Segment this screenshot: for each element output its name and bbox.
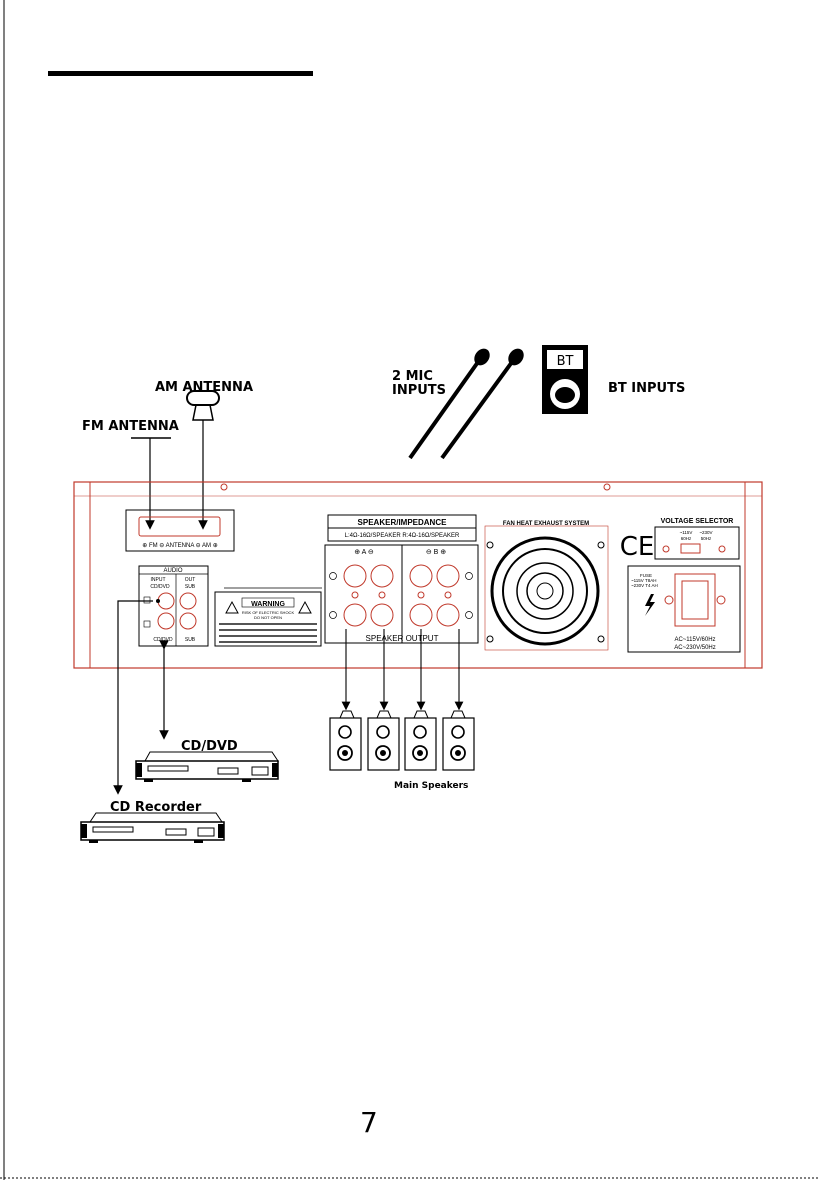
antenna-terminal-label: ⊕ FM ⊖ ANTENNA ⊖ AM ⊕ [142,543,217,549]
speaker-terminal-block [324,514,479,644]
voltage-selector-title: VOLTAGE SELECTOR [661,518,734,525]
hz-60-label: 60Hz [681,536,692,541]
audio-cddvd-label: CD/DVD [150,584,170,590]
antenna-terminal-block [125,509,235,552]
power-inlet [627,565,741,653]
warning-sub2: DO NOT OPEN [254,615,282,620]
cd-dvd-label: CD/DVD [181,739,238,754]
audio-sub-label: SUB [185,584,196,590]
audio-cddvd-bottom-label: CD/DVD [153,637,173,643]
volt-230-label: ~230V [699,530,712,535]
cd-recorder-label: CD Recorder [110,800,202,815]
fuse-230-label: ~230V T4 AH [631,583,658,588]
microphone-icon [408,348,490,460]
speaker-group-b: ⊖ B ⊕ [426,549,446,556]
speaker-icon [367,710,400,771]
rear-panel [73,481,763,669]
speaker-impedance-title: SPEAKER/IMPEDANCE [358,518,448,527]
ac-230-label: AC~230V/50Hz [674,645,716,651]
page-number: 7 [360,1106,378,1139]
mic-inputs-label-1: 2 MIC [392,369,433,384]
am-antenna-icon [186,390,220,421]
audio-sub-bottom-label: SUB [185,637,196,643]
bluetooth-device-icon [542,345,588,414]
fan-label: FAN HEAT EXHAUST SYSTEM [503,521,589,527]
speaker-wires [341,629,464,711]
audio-input-label: INPUT [151,577,166,583]
speaker-group-a: ⊕ A ⊖ [354,549,374,556]
warning-sub1: RISK OF ELECTRIC SHOCK [242,610,295,615]
fm-antenna-label: FM ANTENNA [82,419,179,434]
audio-jack-panel [138,565,209,647]
audio-title: AUDIO [163,568,182,574]
bt-badge-text: BT [557,354,574,369]
ac-115-label: AC~115V/60Hz [674,637,715,643]
am-antenna-label: AM ANTENNA [155,380,253,395]
fm-antenna-icon [131,437,171,450]
audio-out-label: OUT [185,577,196,583]
bt-inputs-label: BT INPUTS [608,381,685,396]
section-heading-bar [48,71,313,76]
microphone-icon [440,348,524,460]
main-speakers-label: Main Speakers [394,781,468,791]
cd-recorder-icon [80,812,225,843]
voltage-selector [654,526,740,560]
warning-title: WARNING [251,601,285,608]
audio-wires [113,599,169,795]
mic-inputs-label-2: INPUTS [392,383,446,398]
fuse-115-label: ~115V T8AH [631,578,656,583]
fan-icon [484,525,609,651]
speaker-icon [404,710,437,771]
speaker-icon [442,710,475,771]
speaker-output-label: SPEAKER OUTPUT [366,634,439,643]
speaker-impedance-value: L:4Ω-16Ω/SPEAKER R:4Ω-16Ω/SPEAKER [345,533,460,539]
speaker-icon [329,710,362,771]
warning-label [214,587,322,647]
hz-50-label: 50Hz [701,536,712,541]
ce-mark: CE [620,532,655,562]
volt-115-label: ~115V [680,530,693,535]
fuse-title: FUSE [640,573,652,578]
cd-dvd-player-icon [135,751,279,782]
